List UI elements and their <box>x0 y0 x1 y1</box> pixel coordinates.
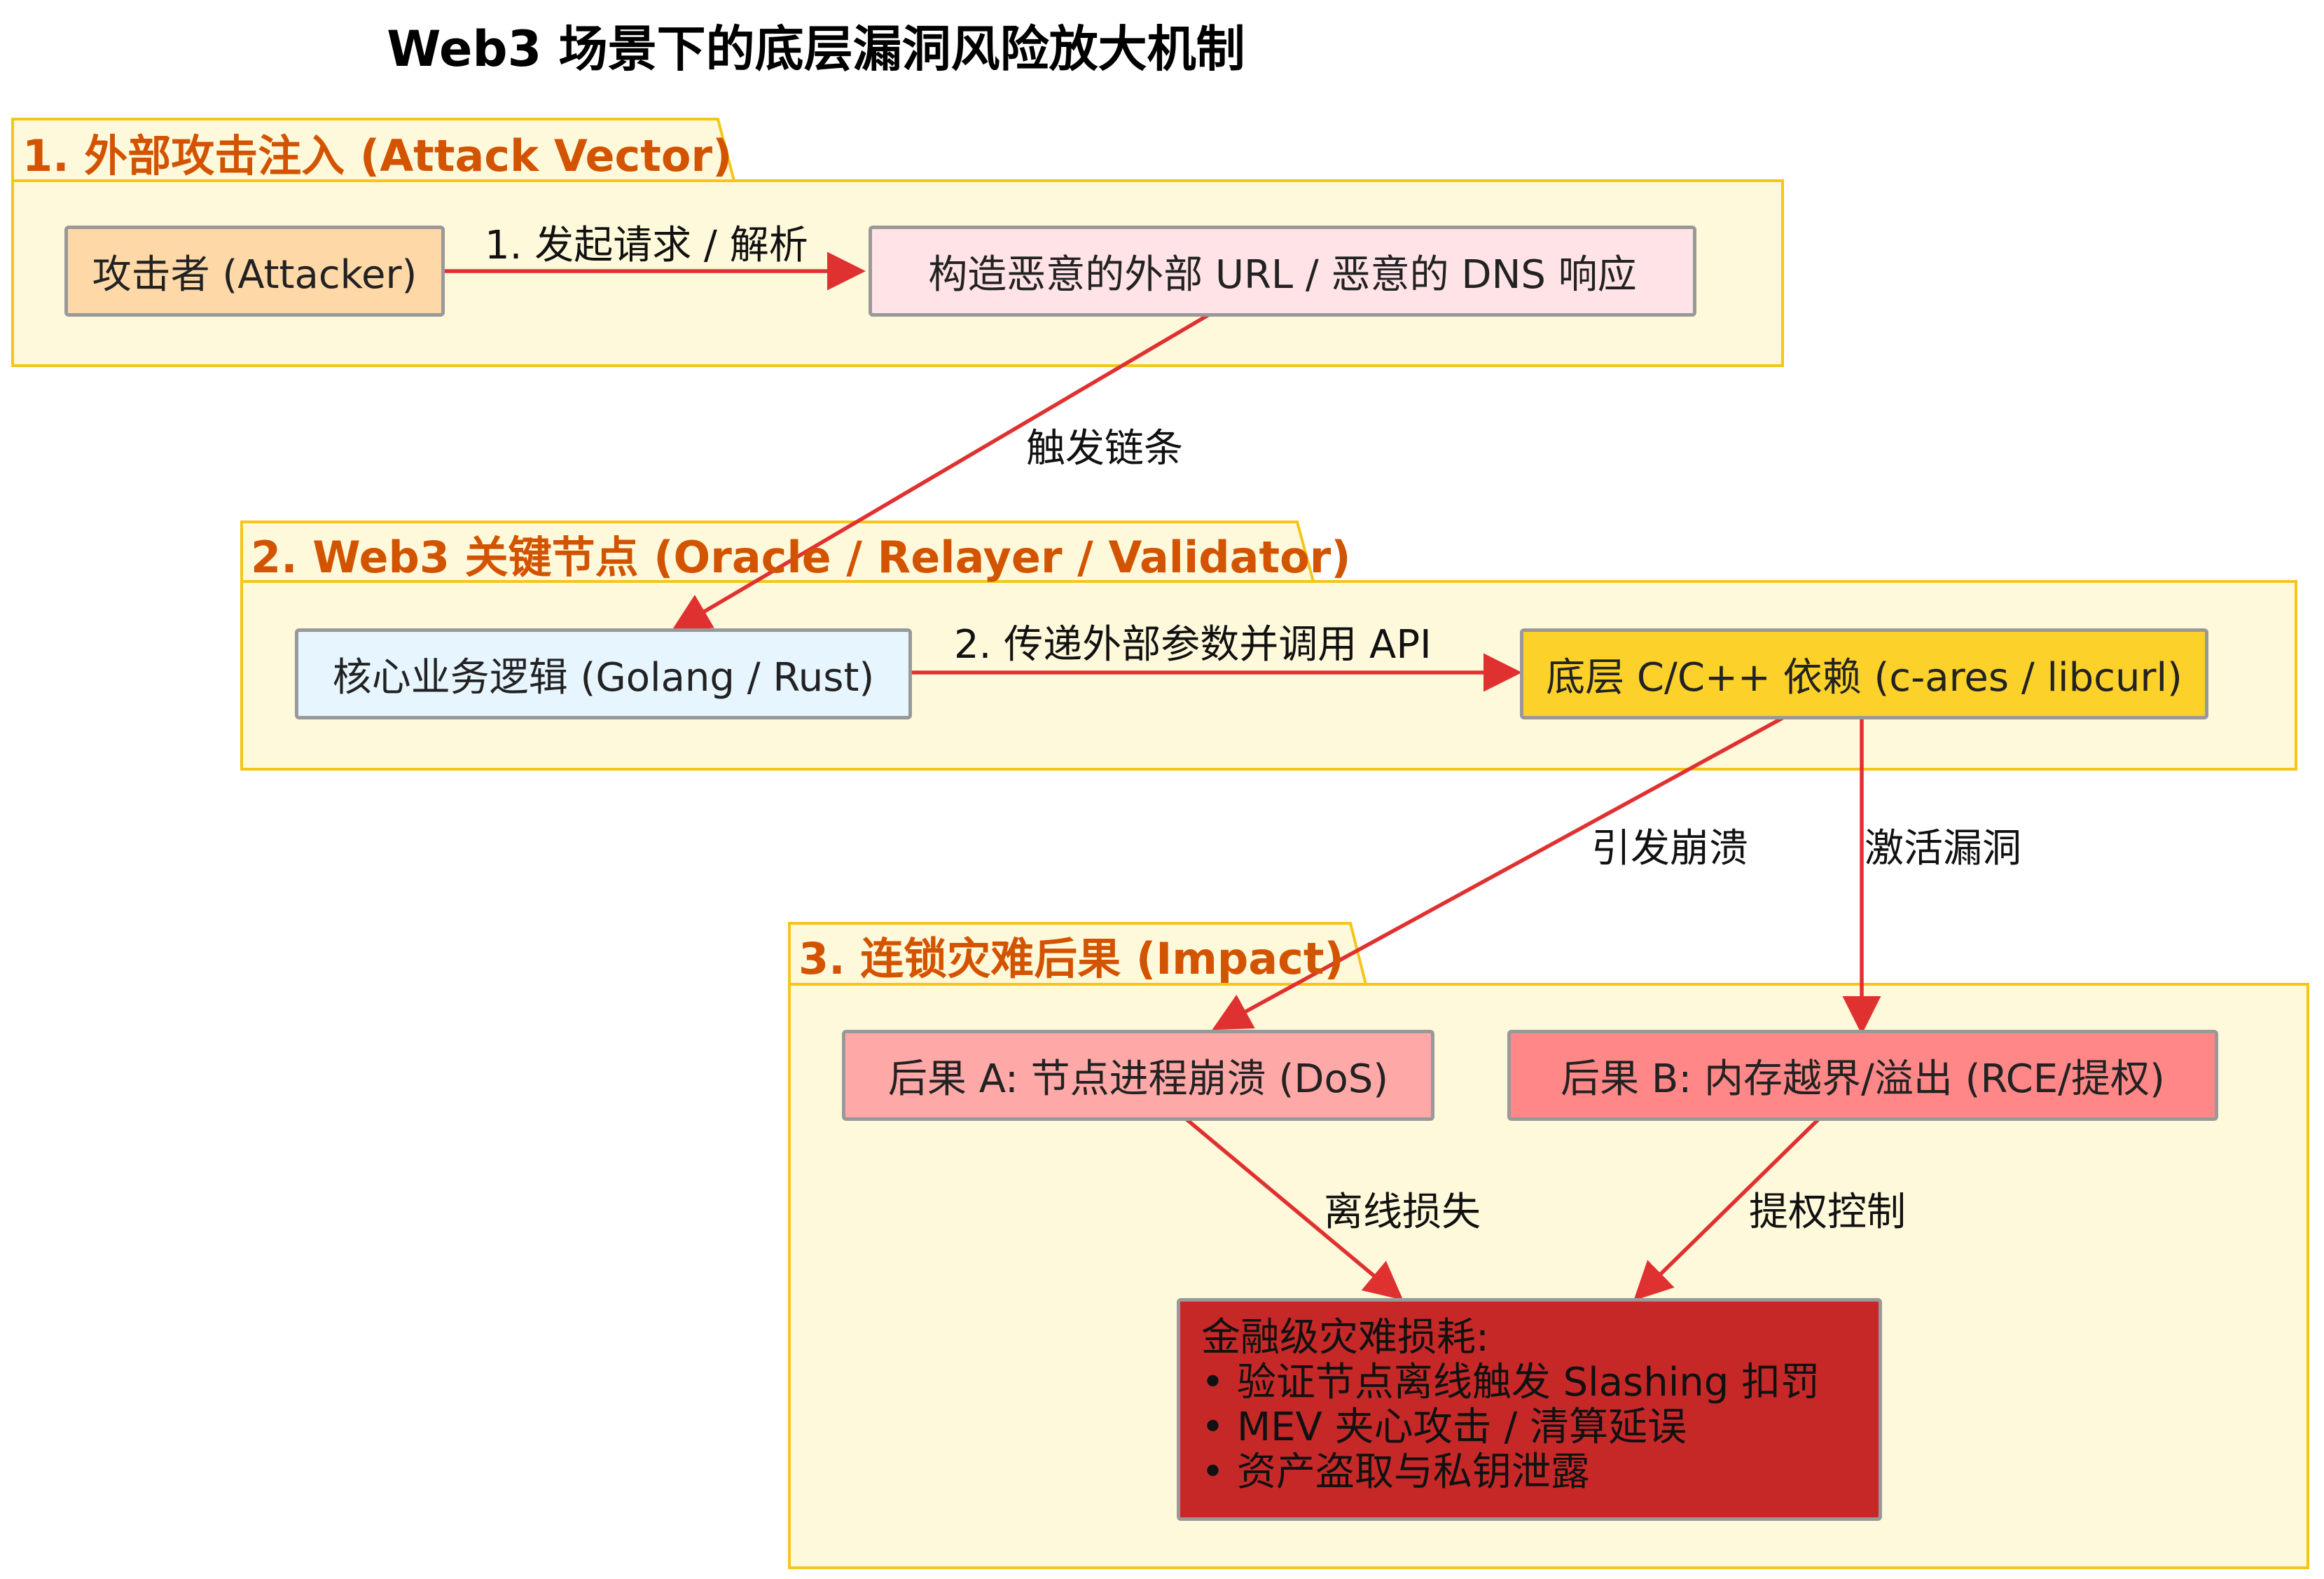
node-outcome-a: 后果 A: 节点进程崩溃 (DoS) <box>842 1030 1434 1121</box>
edge-dep-to-outcome-a <box>1212 716 1784 1030</box>
impact-item: • MEV 夹心攻击 / 清算延误 <box>1201 1405 1687 1450</box>
diagram-title: Web3 场景下的底层漏洞风险放大机制 <box>387 20 1245 78</box>
node-malicious-input: 构造恶意的外部 URL / 恶意的 DNS 响应 <box>869 226 1696 317</box>
impact-title: 金融级灾难损耗: <box>1201 1315 1489 1360</box>
cluster-label-impact: 3. 连锁灾难后果 (Impact) <box>798 933 1344 984</box>
edge-label-activate-vuln: 激活漏洞 <box>1865 826 2021 871</box>
edge-outcome-b-to-impact <box>1633 1117 1820 1301</box>
edge-label-trigger-chain: 触发链条 <box>1026 426 1183 471</box>
node-outcome-b: 后果 B: 内存越界/溢出 (RCE/提权) <box>1507 1030 2218 1121</box>
edge-malicious-to-core <box>671 312 1212 631</box>
node-c-dependency: 底层 C/C++ 依赖 (c-ares / libcurl) <box>1520 628 2208 719</box>
edge-label-pass-params: 2. 传递外部参数并调用 API <box>954 622 1432 668</box>
impact-item: • 资产盗取与私钥泄露 <box>1201 1449 1590 1495</box>
edge-label-offline-loss: 离线损失 <box>1324 1190 1481 1235</box>
node-core-logic: 核心业务逻辑 (Golang / Rust) <box>295 628 912 719</box>
edge-label-privilege-control: 提权控制 <box>1749 1190 1906 1235</box>
edge-label-cause-crash: 引发崩溃 <box>1591 826 1748 871</box>
edge-outcome-a-to-impact <box>1184 1117 1404 1301</box>
edge-label-request: 1. 发起请求 / 解析 <box>485 223 808 268</box>
cluster-label-web3-nodes: 2. Web3 关键节点 (Oracle / Relayer / Validat… <box>251 532 1351 583</box>
node-attacker: 攻击者 (Attacker) <box>64 226 445 317</box>
cluster-label-attack-vector: 1. 外部攻击注入 (Attack Vector) <box>22 130 733 181</box>
impact-item: • 验证节点离线触发 Slashing 扣罚 <box>1201 1360 1820 1405</box>
node-financial-impact: 金融级灾难损耗: • 验证节点离线触发 Slashing 扣罚 • MEV 夹心… <box>1177 1298 1882 1521</box>
